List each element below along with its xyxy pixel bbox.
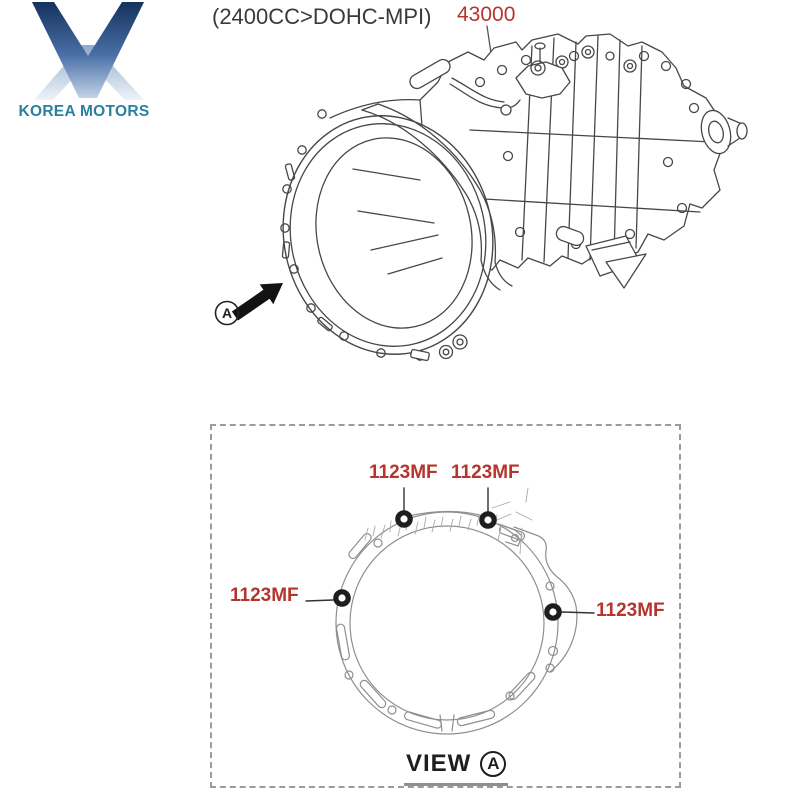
korea-motors-mark-icon <box>32 2 144 100</box>
view-caption-marker: A <box>480 751 507 777</box>
view-caption: VIEW A <box>406 750 507 778</box>
bolt-top-right <box>479 511 497 529</box>
view-a-panel <box>210 424 681 788</box>
bolt-top-left <box>395 510 413 528</box>
arrow-icon <box>231 283 283 321</box>
bolt-label-right: 1123MF <box>596 600 665 621</box>
bolt-left <box>333 589 351 607</box>
case-gasket-line-art <box>305 487 595 735</box>
engine-spec-label: (2400CC>DOHC-MPI) <box>212 4 432 29</box>
view-direction-arrow: A <box>214 283 283 326</box>
arrow-marker-letter: A <box>222 305 232 321</box>
view-caption-underline <box>404 783 508 786</box>
bolt-label-top-right: 1123MF <box>451 462 520 483</box>
bolt-label-left: 1123MF <box>230 585 299 606</box>
logo-title: KOREA MOTORS <box>18 103 150 120</box>
part-number-label: 43000 <box>457 3 516 26</box>
view-caption-text: VIEW <box>406 750 472 777</box>
transmission-line-art <box>280 25 748 362</box>
bolt-label-top-left: 1123MF <box>369 462 438 483</box>
arrow-marker-circle <box>214 300 240 326</box>
bolt-right <box>544 603 562 621</box>
korea-motors-logo: KOREA MOTORS <box>8 2 160 121</box>
